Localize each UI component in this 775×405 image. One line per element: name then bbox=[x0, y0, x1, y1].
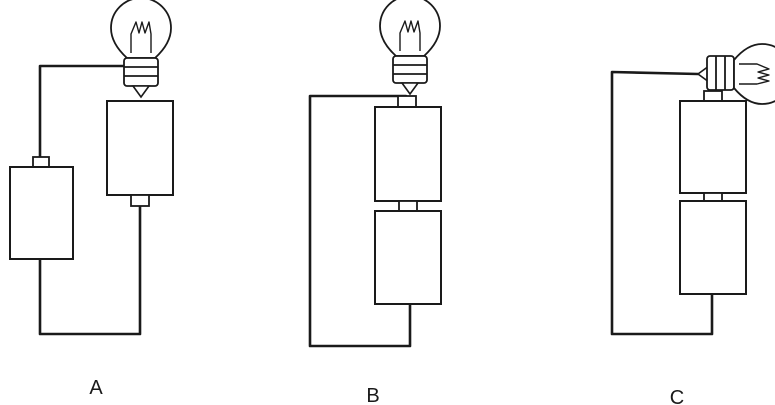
label-b: B bbox=[366, 385, 379, 405]
light-bulb-icon bbox=[379, 0, 441, 96]
battery-cell-icon bbox=[9, 156, 74, 260]
battery-connector bbox=[398, 200, 418, 212]
battery-cell-icon bbox=[374, 210, 442, 305]
battery-cell-icon bbox=[679, 90, 747, 194]
circuit-a-wire-bottom bbox=[38, 204, 142, 336]
battery-cell-icon bbox=[679, 200, 747, 295]
circuit-c-wire-loop bbox=[610, 70, 714, 336]
light-bulb-icon bbox=[110, 0, 172, 99]
battery-cell-icon bbox=[106, 100, 174, 207]
label-a: A bbox=[89, 377, 103, 399]
circuit-a-wire-top bbox=[38, 64, 126, 160]
label-c: C bbox=[670, 387, 684, 405]
light-bulb-icon bbox=[696, 43, 775, 105]
battery-cell-icon bbox=[374, 95, 442, 202]
circuit-c bbox=[610, 43, 775, 336]
circuit-b bbox=[308, 0, 442, 348]
circuit-a bbox=[9, 0, 174, 336]
